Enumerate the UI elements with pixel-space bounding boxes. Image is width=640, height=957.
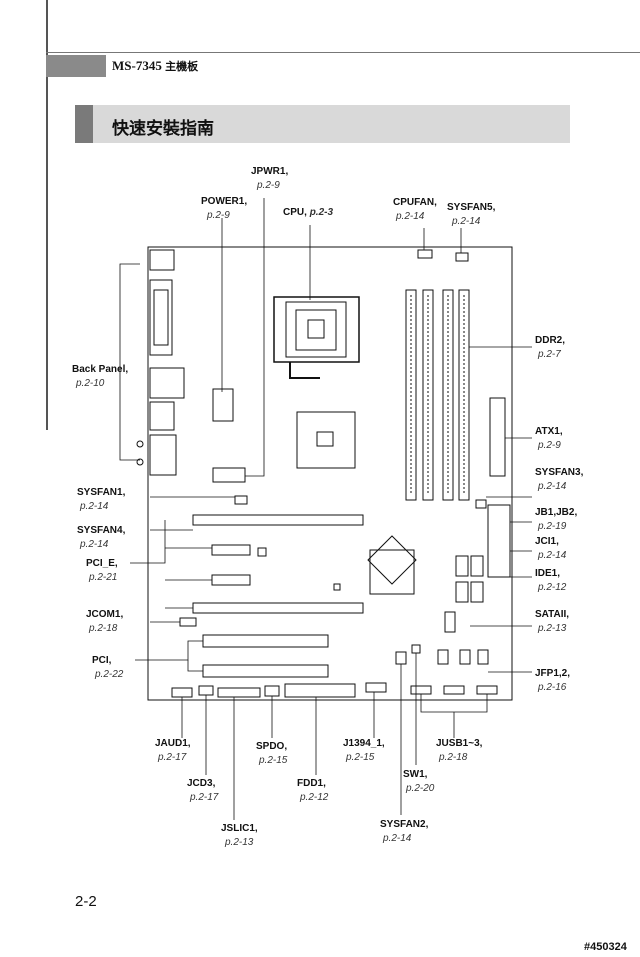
label-jcd3: JCD3, — [187, 778, 216, 789]
margin-rule — [46, 0, 48, 430]
northbridge-die — [316, 431, 334, 447]
ref-pcie: p.2-21 — [89, 572, 118, 583]
ref-jcom1: p.2-18 — [89, 623, 118, 634]
ref-jpwr1: p.2-9 — [257, 180, 280, 191]
cpu-socket — [273, 296, 360, 379]
ref-jci1: p.2-14 — [538, 550, 567, 561]
ref-ide1: p.2-12 — [538, 582, 567, 593]
ref-sysfan3: p.2-14 — [538, 481, 567, 492]
ref-sysfan4: p.2-14 — [80, 539, 109, 550]
ref-atx1: p.2-9 — [538, 440, 561, 451]
section-title: 快速安裝指南 — [112, 119, 214, 138]
label-spdo: SPDO, — [256, 741, 288, 752]
ref-cpu: p.2-3 — [309, 207, 334, 218]
model-subtitle: 主機板 — [165, 61, 199, 73]
section-tab — [75, 105, 93, 143]
label-sysfan5: SYSFAN5, — [447, 202, 496, 213]
southbridge-heatsink — [367, 535, 417, 585]
label-pci: PCI, — [92, 655, 112, 666]
label-sysfan2: SYSFAN2, — [380, 819, 429, 830]
label-ddr2: DDR2, — [535, 335, 566, 346]
label-jfp: JFP1,2, — [535, 668, 571, 679]
label-ide1: IDE1, — [535, 568, 561, 579]
label-power1: POWER1, — [201, 196, 248, 207]
label-jcom1: JCOM1, — [86, 609, 124, 620]
northbridge-chip — [296, 411, 356, 469]
ref-jusb: p.2-18 — [439, 752, 468, 763]
label-cpufan: CPUFAN, — [393, 197, 437, 208]
ref-pci: p.2-22 — [95, 669, 124, 680]
label-sysfan4: SYSFAN4, — [77, 525, 126, 536]
label-jaud1: JAUD1, — [155, 738, 191, 749]
ref-sysfan2: p.2-14 — [383, 833, 412, 844]
atx1-connector — [489, 397, 506, 477]
ref-sataii: p.2-13 — [538, 623, 567, 634]
bottom-headers — [171, 547, 498, 698]
power1-connector — [212, 388, 234, 422]
ide1-connector — [487, 504, 511, 578]
leader-lines — [119, 198, 532, 820]
label-cpu: CPU, p.2-3 — [283, 207, 333, 218]
page-number: 2-2 — [75, 893, 97, 910]
ref-jcd3: p.2-17 — [190, 792, 219, 803]
label-fdd1: FDD1, — [297, 778, 326, 789]
back-panel-connectors — [136, 249, 185, 476]
sysfan5-header — [455, 252, 469, 262]
ref-backpanel: p.2-10 — [76, 378, 105, 389]
section-banner — [75, 105, 570, 143]
label-jusb: JUSB1~3, — [436, 738, 483, 749]
expansion-slots — [192, 514, 364, 678]
cpufan-header — [417, 249, 433, 259]
label-jslic1: JSLIC1, — [221, 823, 258, 834]
header-model: MS-7345 主機板 — [112, 58, 198, 74]
header-tab — [46, 55, 106, 77]
sysfan1-header — [234, 495, 248, 505]
header-rule — [46, 52, 640, 53]
board-outline — [147, 246, 513, 701]
ref-power1: p.2-9 — [207, 210, 230, 221]
model-name: MS-7345 — [112, 58, 162, 73]
label-sysfan1: SYSFAN1, — [77, 487, 126, 498]
ref-jslic1: p.2-13 — [225, 837, 254, 848]
ref-jaud1: p.2-17 — [158, 752, 187, 763]
ref-j1394: p.2-15 — [346, 752, 375, 763]
ref-cpufan: p.2-14 — [396, 211, 425, 222]
jpwr1-connector — [212, 467, 246, 483]
label-jci1: JCI1, — [535, 536, 559, 547]
ref-jfp: p.2-16 — [538, 682, 567, 693]
label-sataii: SATAII, — [535, 609, 570, 620]
document-id: #450324 — [584, 941, 627, 953]
label-atx1: ATX1, — [535, 426, 563, 437]
label-j1394: J1394_1, — [343, 738, 385, 749]
ref-sysfan5: p.2-14 — [452, 216, 481, 227]
ref-sysfan1: p.2-14 — [80, 501, 109, 512]
ref-sw1: p.2-20 — [406, 783, 435, 794]
label-sw1: SW1, — [403, 769, 428, 780]
label-sysfan3: SYSFAN3, — [535, 467, 584, 478]
label-pcie: PCI_E, — [86, 558, 118, 569]
label-backpanel: Back Panel, — [72, 364, 129, 375]
ref-ddr2: p.2-7 — [538, 349, 561, 360]
ref-spdo: p.2-15 — [259, 755, 288, 766]
sysfan3-header — [475, 499, 487, 509]
ref-jb1jb2: p.2-19 — [538, 521, 567, 532]
label-jpwr1: JPWR1, — [251, 166, 289, 177]
ddr2-slots — [405, 289, 470, 501]
ref-fdd1: p.2-12 — [300, 792, 329, 803]
label-jb1jb2: JB1,JB2, — [535, 507, 578, 518]
label-cpu-name: CPU, — [283, 207, 307, 218]
sata-connectors — [444, 555, 484, 633]
southbridge-chip — [369, 549, 415, 595]
